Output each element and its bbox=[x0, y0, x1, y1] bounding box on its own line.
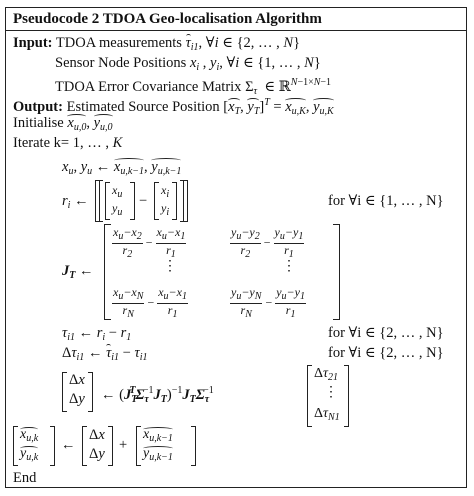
output-text: Estimated Source Position bbox=[66, 99, 220, 115]
end-label: End bbox=[13, 470, 37, 486]
input-covariance-line: TDOA Error Covariance Matrix Στ ∈ ℝN−1×N… bbox=[55, 77, 332, 97]
input-label: Input bbox=[13, 35, 48, 51]
initialise-label: Initialise bbox=[13, 115, 64, 131]
ri-lhs: ri ← bbox=[62, 193, 89, 211]
input-item-covariance: TDOA Error Covariance Matrix bbox=[55, 79, 242, 95]
for-all-2N-b: for ∀i ∈ {2, … , N} bbox=[328, 345, 444, 361]
initialise-line: Initialise xu,0, yu,0 bbox=[13, 114, 113, 137]
output-line: Output: Estimated Source Position [xT, y… bbox=[13, 94, 334, 121]
algorithm-title: Pseudocode 2 TDOA Geo-localisation Algor… bbox=[6, 8, 466, 31]
output-label: Output bbox=[13, 99, 59, 115]
iterate-K: K bbox=[112, 135, 123, 151]
for-all-1N: for ∀i ∈ {1, … , N} bbox=[328, 193, 444, 209]
for-all-2N-a: for ∀i ∈ {2, … , N} bbox=[328, 325, 444, 341]
tau-update: τi1 ← ri − r1 bbox=[62, 325, 132, 343]
assign-xu-yu: xu, yu ← xu,k−1, yu,k−1 bbox=[62, 158, 182, 181]
gauss-newton-step: ← (JTTΣτ−1JT)−1JTΣτ−1 bbox=[101, 385, 214, 405]
input-sensor-line: Sensor Node Positions xi , yi, ∀i ∈ {1, … bbox=[55, 55, 321, 73]
algorithm-box: Pseudocode 2 TDOA Geo-localisation Algor… bbox=[5, 7, 467, 488]
input-item-tdoa: TDOA measurements bbox=[55, 35, 182, 51]
input-item-sensor: Sensor Node Positions bbox=[55, 55, 187, 71]
delta-tau-update: Δτi1 ← τi1 − τi1 bbox=[62, 344, 148, 363]
jacobian-lhs: JT ← bbox=[62, 263, 94, 281]
iterate-line: Iterate k= 1, … , K bbox=[13, 134, 122, 152]
input-line: Input: TDOA measurements τi1, ∀i ∈ {2, …… bbox=[13, 34, 301, 53]
iterate-label: Iterate k= 1, … , bbox=[13, 135, 109, 151]
